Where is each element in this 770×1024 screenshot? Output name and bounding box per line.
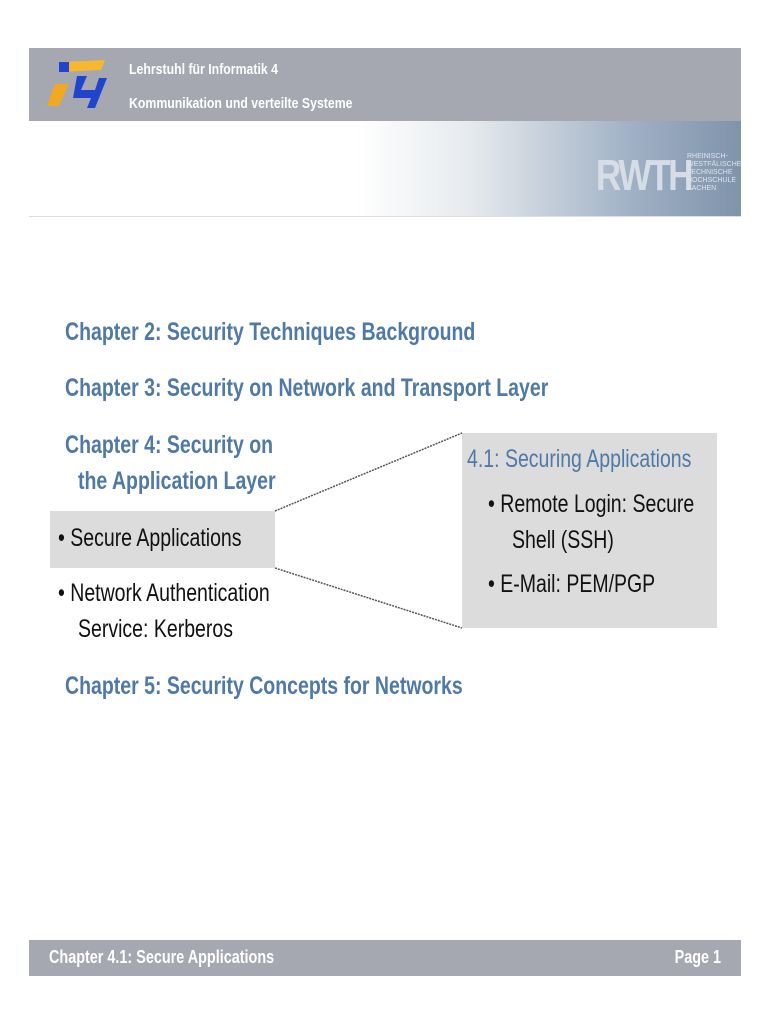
header-line1: Lehrstuhl für Informatik 4 [129, 61, 278, 78]
banner: RWTH RHEINISCH-WESTFÄLISCHE TECHNISCHE H… [29, 121, 741, 217]
detail-item-email: • E-Mail: PEM/PGP [488, 570, 656, 598]
header-line2: Kommunikation und verteilte Systeme [129, 95, 353, 112]
detail-item-ssh-line1: • Remote Login: Secure [488, 490, 695, 518]
chapter-4-line2: the Application Layer [78, 467, 276, 495]
chapter-3: Chapter 3: Security on Network and Trans… [65, 374, 549, 402]
header-bar: Lehrstuhl für Informatik 4 Kommunikation… [29, 48, 741, 121]
footer-page-number: Page 1 [674, 947, 721, 967]
detail-item-ssh-line2: Shell (SSH) [512, 526, 614, 554]
bullet-network-auth-line1: • Network Authentication [58, 579, 270, 607]
detail-box: 4.1: Securing Applications • Remote Logi… [462, 433, 717, 628]
chapter-5: Chapter 5: Security Concepts for Network… [65, 672, 463, 700]
highlight-box [50, 511, 275, 568]
footer-bar: Chapter 4.1: Secure Applications Page 1 [29, 940, 741, 976]
bullet-network-auth-line2: Service: Kerberos [78, 615, 233, 643]
rwth-subtitle: RHEINISCH-WESTFÄLISCHE TECHNISCHE HOCHSC… [687, 153, 742, 192]
i4-logo-icon [47, 60, 107, 108]
footer-chapter: Chapter 4.1: Secure Applications [49, 947, 275, 967]
detail-title: 4.1: Securing Applications [467, 445, 692, 473]
chapter-2: Chapter 2: Security Techniques Backgroun… [65, 318, 476, 346]
chapter-4-line1: Chapter 4: Security on [65, 431, 274, 459]
rwth-logo: RWTH [595, 151, 694, 200]
bullet-secure-applications: • Secure Applications [58, 524, 242, 552]
